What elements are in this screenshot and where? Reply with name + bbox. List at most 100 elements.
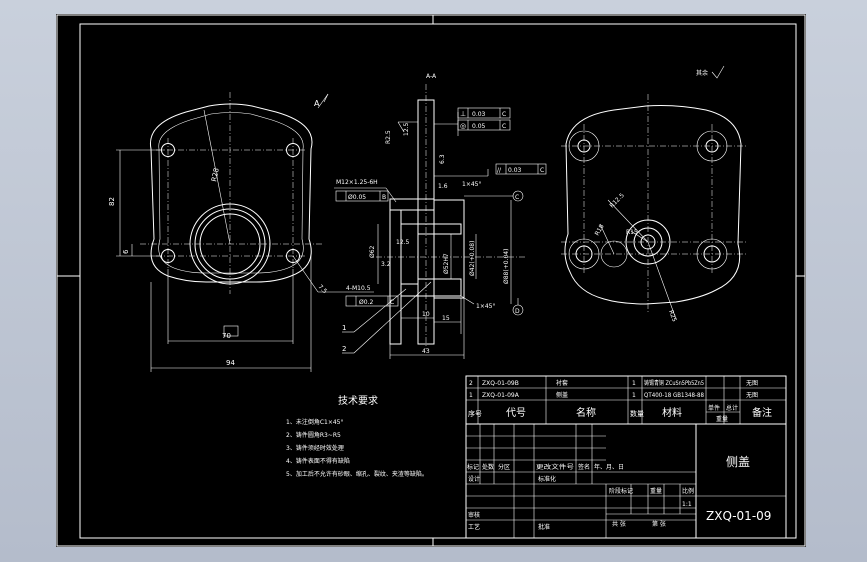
tb-sign: 签名 [578,463,590,471]
tol-2-sym: ◎ [460,122,466,130]
bom-h-qty: 数量 [630,409,644,418]
dim-right-r15: R15 [626,229,638,236]
dim-left-r28: R28 [210,167,221,182]
bom-h-weight: 重量 [716,415,728,423]
bom-r2-code: ZXQ-01-09A [482,392,520,399]
dim-mid-63: 6.3 [439,154,446,164]
tb-zone: 分区 [498,463,510,471]
dim-right-r18: R18 [594,223,606,237]
tech-item-1: 1、未注倒角C1×45° [286,418,344,426]
svg-text:Ø88(+0.04): Ø88(+0.04) [503,249,510,284]
dim-mid-16: 1.6 [438,183,448,190]
dim-left-6: 6 [122,249,130,254]
bom-r1-remark: 无图 [746,380,758,387]
leader-2: 2 [342,345,346,353]
svg-text:Ø42(+0.08): Ø42(+0.08) [469,241,476,276]
tb-drawing-no: ZXQ-01-09 [706,509,771,523]
svg-text:C: C [515,194,519,201]
tb-approve: 批准 [538,523,550,531]
tb-date: 年、月、日 [594,463,624,471]
drawing-canvas: R28 82 6 70 94 7.5 4-M10.5 Ø0.2 C A [56,14,806,547]
tb-count: 处数 [482,463,494,471]
tech-item-5: 5、加工后不允许有砂眼、缩孔、裂纹、夹渣等缺陷。 [286,470,428,478]
cad-drawing: R28 82 6 70 94 7.5 4-M10.5 Ø0.2 C A [56,14,806,547]
tb-sheet-total: 共 张 [612,520,626,528]
dim-mid-15: 15 [442,315,450,322]
tb-change-doc: 更改文件号 [536,463,574,471]
bom-h-code: 代号 [506,407,526,419]
tb-weight: 重量 [650,487,662,495]
tol-left-pos: Ø0.2 [359,299,373,306]
inner-border [79,23,797,539]
dim-left-82: 82 [108,197,116,206]
svg-text:1×45°: 1×45° [476,303,495,310]
right-view: 其余 R12.5 R15 R25 R18 [561,65,746,323]
bom-r2-remark: 无图 [746,392,758,399]
bom-r2-name: 侧盖 [556,391,568,399]
svg-text:Ø0.05: Ø0.05 [348,194,366,201]
svg-text:Ø52H7: Ø52H7 [443,253,450,274]
dim-mid-10: 10 [422,311,430,318]
bom-h-no: 序号 [468,409,482,418]
tb-review: 审核 [468,511,480,519]
bom-r1-code: ZXQ-01-09B [482,380,519,387]
svg-text:R2.5: R2.5 [385,130,392,144]
tol-1-sym: ⊥ [460,110,466,118]
section-label: A-A [426,73,437,80]
dim-mid-m12: M12×1.25-6H [336,179,378,186]
svg-text:B: B [382,194,386,201]
svg-text:12.5: 12.5 [396,239,410,246]
tb-design: 设计 [468,475,480,483]
tol-3-datum: C [540,167,544,174]
bom-r1-mat: 铸锡青铜 ZCuSn5Pb5Zn5 [644,379,704,387]
tb-part-name: 侧盖 [726,455,750,469]
bom-r2-mat: QT400-18 GB1348-88 [644,392,704,399]
tol-2-val: 0.05 [472,123,486,130]
tb-stage: 阶段标记 [609,487,633,495]
outer-border [56,14,806,547]
title-block: 2 ZXQ-01-09B 衬套 1 铸锡青铜 ZCuSn5Pb5Zn5 无图 1… [465,375,787,539]
dim-left-r -small: 7.5 [317,283,329,295]
tol-3-sym: // [497,167,502,174]
tb-ratio: 比例 [682,487,694,495]
svg-text:D: D [515,308,520,315]
leader-1: 1 [342,324,346,332]
tol-1-datum: C [502,111,506,118]
bom-h-single: 单件 [708,404,720,412]
tech-requirements: 技术要求 1、未注倒角C1×45° 2、铸件圆角R3~R5 3、铸件须经时效处理… [286,394,428,478]
dim-mid-62: Ø62 [369,245,376,258]
view-a-label: A [314,99,320,108]
tech-item-3: 3、铸件须经时效处理 [286,444,344,452]
tb-mark: 标记 [467,463,479,471]
left-view: R28 82 6 70 94 7.5 4-M10.5 Ø0.2 C A [108,92,399,372]
dim-mid-125: 12.5 [403,122,410,136]
tb-sheet-no: 第 张 [652,520,666,528]
tol-1-val: 0.03 [472,111,486,118]
bom-r1-no: 2 [469,380,473,387]
bom-h-remark: 备注 [752,406,772,419]
bom-r1-name: 衬套 [556,379,568,387]
dim-right-r25: R25 [667,309,678,323]
tb-scale: 1:1 [682,501,692,508]
bom-h-mat: 材料 [662,406,682,419]
svg-text:3.2: 3.2 [381,261,391,268]
dim-right-r125: R12.5 [608,192,625,209]
tech-item-4: 4、铸件表面不得有缺陷 [286,457,350,465]
tol-3-val: 0.03 [508,167,522,174]
bom-r2-qty: 1 [632,392,636,399]
bom-r1-qty: 1 [632,380,636,387]
svg-text:C: C [390,299,394,306]
dim-mid-43: 43 [422,348,430,355]
bom-h-name: 名称 [576,406,596,419]
roughness-note: 其余 [696,69,708,77]
tech-item-2: 2、铸件圆角R3~R5 [286,431,341,439]
section-view: A-A Ø52H7 Ø42(+0.08) Ø88(+0.04) Ø62 M12×… [334,73,547,359]
bom-r2-no: 1 [469,392,473,399]
tech-title: 技术要求 [338,394,378,407]
dim-left-94: 94 [226,359,235,367]
tb-process: 工艺 [468,523,480,531]
tb-standardize: 标准化 [538,475,556,483]
tol-2-datum: C [502,123,506,130]
bom-h-total: 总计 [726,404,738,412]
dim-left-4m10: 4-M10.5 [346,285,371,292]
